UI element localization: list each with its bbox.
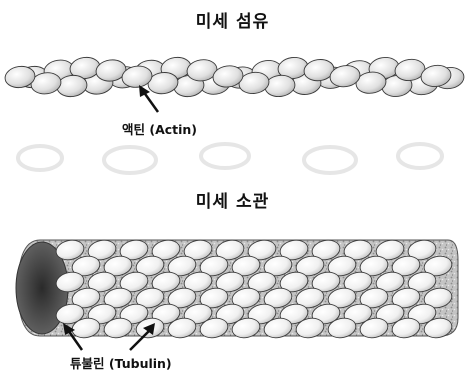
actin-monomer [238, 71, 270, 94]
tubulin-pointer-arrow-right [129, 323, 155, 351]
tubulin-subunit [55, 239, 85, 261]
actin-monomer [329, 65, 361, 88]
tubulin-subunit [103, 255, 133, 277]
tubulin-subunit [215, 239, 245, 261]
tubulin-subunit [247, 271, 277, 293]
tubulin-subunit [199, 287, 229, 309]
tubulin-subunit [327, 287, 357, 309]
tubulin-subunit [423, 255, 453, 277]
tubulin-subunit [391, 317, 421, 339]
watermark-band [16, 142, 444, 175]
tubulin-subunit [311, 239, 341, 261]
tubulin-subunit [119, 271, 149, 293]
tubulin-subunit [167, 255, 197, 277]
tubulin-subunit [247, 239, 277, 261]
tubulin-subunit [71, 287, 101, 309]
tubulin-subunit [423, 287, 453, 309]
tubulin-subunit [167, 287, 197, 309]
tubulin-subunit [231, 317, 261, 339]
tubulin-subunit [199, 317, 229, 339]
tubulin-subunit [151, 303, 181, 325]
microfilament-diagram [4, 56, 465, 113]
tubulin-subunit [311, 271, 341, 293]
tubulin-subunit [343, 271, 373, 293]
tubulin-subunit [295, 255, 325, 277]
tubulin-pointer-arrow-left [63, 323, 84, 351]
tubulin-subunit [151, 239, 181, 261]
tubulin-subunit [247, 303, 277, 325]
microtubule-title: 미세 소관 [195, 192, 270, 212]
tubulin-subunit [375, 303, 405, 325]
tubulin-subunit [231, 255, 261, 277]
tubulin-subunit [407, 303, 437, 325]
actin-monomer [4, 65, 36, 89]
tubulin-subunit [375, 271, 405, 293]
tubulin-subunit [423, 317, 453, 339]
actin-monomer [121, 65, 153, 88]
actin-monomer [147, 72, 179, 95]
tubulin-subunit [215, 271, 245, 293]
tubulin-subunit [391, 287, 421, 309]
tubulin-subunit [327, 317, 357, 339]
tubulin-subunit [407, 271, 437, 293]
tubulin-subunit [183, 239, 213, 261]
tubulin-subunit [279, 239, 309, 261]
tubulin-subunit [199, 255, 229, 277]
tubulin-subunit [375, 239, 405, 261]
tubulin-subunit [87, 271, 117, 293]
tubulin-subunit [295, 317, 325, 339]
actin-monomer [212, 65, 244, 88]
actin-monomer [95, 59, 127, 82]
tubulin-subunit [231, 287, 261, 309]
actin-monomer [186, 59, 218, 82]
tubulin-subunit [151, 271, 181, 293]
tubulin-subunit [183, 303, 213, 325]
tubulin-subunit [87, 239, 117, 261]
actin-monomer [303, 59, 335, 82]
tubulin-subunit [279, 303, 309, 325]
actin-monomer [420, 64, 452, 87]
tubulin-subunit [135, 255, 165, 277]
tubulin-subunit [343, 239, 373, 261]
tubulin-subunit [263, 255, 293, 277]
tubulin-subunit [87, 303, 117, 325]
tubulin-subunit [263, 287, 293, 309]
tubulin-subunit [359, 287, 389, 309]
actin-monomer [30, 72, 62, 95]
tubulin-subunit [215, 303, 245, 325]
tubulin-subunit [295, 287, 325, 309]
tubulin-subunit [71, 255, 101, 277]
tubulin-subunit [359, 255, 389, 277]
tubulin-subunit [311, 303, 341, 325]
tubulin-subunit [119, 303, 149, 325]
tubulin-subunit [103, 287, 133, 309]
tubulin-subunit [327, 255, 357, 277]
actin-label: 액틴 (Actin) [122, 122, 198, 137]
tubulin-subunit [359, 317, 389, 339]
microfilament-title: 미세 섬유 [195, 12, 270, 32]
tubulin-subunit [343, 303, 373, 325]
tubulin-subunit [103, 317, 133, 339]
tubulin-subunit [407, 239, 437, 261]
actin-monomer [355, 71, 387, 94]
tubulin-label: 튜불린 (Tubulin) [70, 356, 172, 371]
tubulin-subunit [183, 271, 213, 293]
tubulin-subunit [55, 271, 85, 293]
actin-monomer [394, 58, 426, 82]
tubulin-subunit [167, 317, 197, 339]
tubulin-subunit [119, 239, 149, 261]
tubulin-subunit [391, 255, 421, 277]
tubulin-subunit [279, 271, 309, 293]
tubulin-subunit [135, 287, 165, 309]
tubulin-subunit [55, 303, 85, 325]
tubulin-subunit [263, 317, 293, 339]
actin-pointer-arrow [139, 85, 160, 113]
